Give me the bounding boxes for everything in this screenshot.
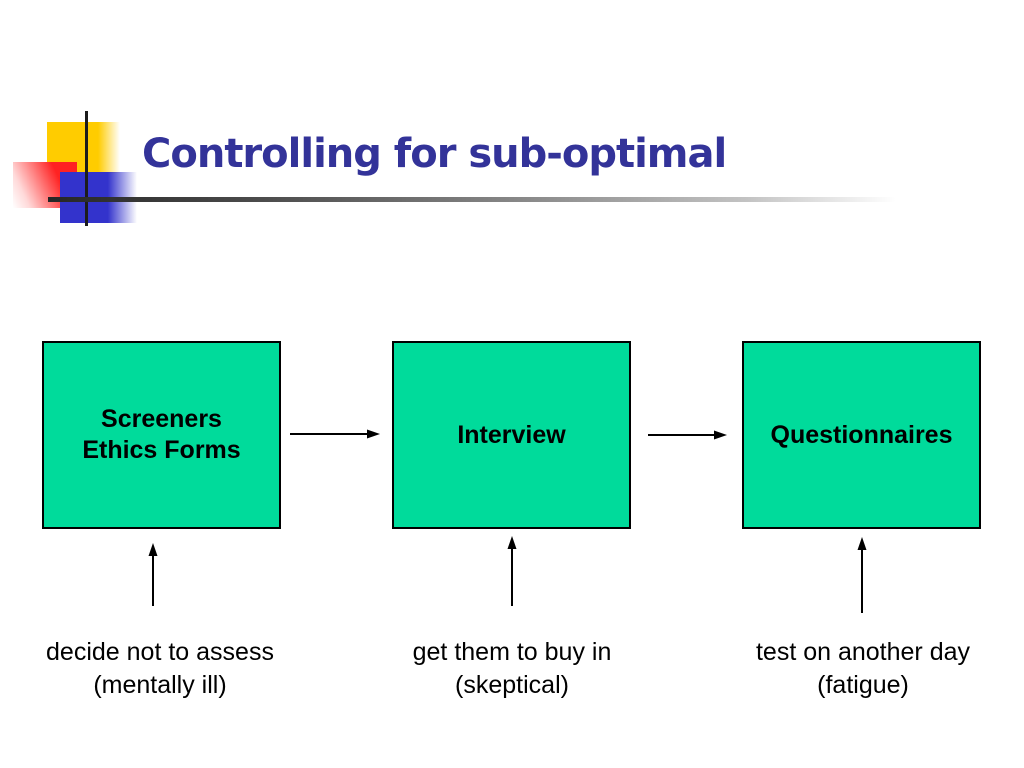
flow-box-screeners: Screeners Ethics Forms <box>42 341 281 529</box>
right-arrow-icon <box>290 429 380 439</box>
note-line: decide not to assess <box>46 638 274 666</box>
note-line: test on another day <box>755 638 971 666</box>
flow-box-label-line: Ethics Forms <box>82 436 241 464</box>
note-line: (fatigue) <box>817 671 909 699</box>
logo-vertical-line <box>85 111 88 226</box>
up-arrow-icon <box>507 536 517 606</box>
up-arrow-icon <box>857 537 867 613</box>
up-arrow-icon <box>148 543 158 606</box>
flow-box-label-line: Interview <box>457 420 566 449</box>
note-line: get them to buy in <box>412 638 612 666</box>
flow-box-interview: Interview <box>392 341 631 529</box>
note-line: (mentally ill) <box>93 671 227 699</box>
flow-box-questionnaires: Questionnaires <box>742 341 981 529</box>
flow-box-label-line: Screeners <box>101 405 222 433</box>
flow-box-label-line: Questionnaires <box>770 420 953 449</box>
note-interview: get them to buy in (skeptical) <box>372 636 652 702</box>
right-arrow-icon <box>648 430 727 440</box>
slide-title: Controlling for sub-optimal <box>142 131 727 177</box>
note-questionnaires: test on another day (fatigue) <box>723 636 1003 702</box>
title-divider-line <box>48 197 922 202</box>
note-line: (skeptical) <box>455 671 569 699</box>
note-screeners: decide not to assess (mentally ill) <box>20 636 300 702</box>
